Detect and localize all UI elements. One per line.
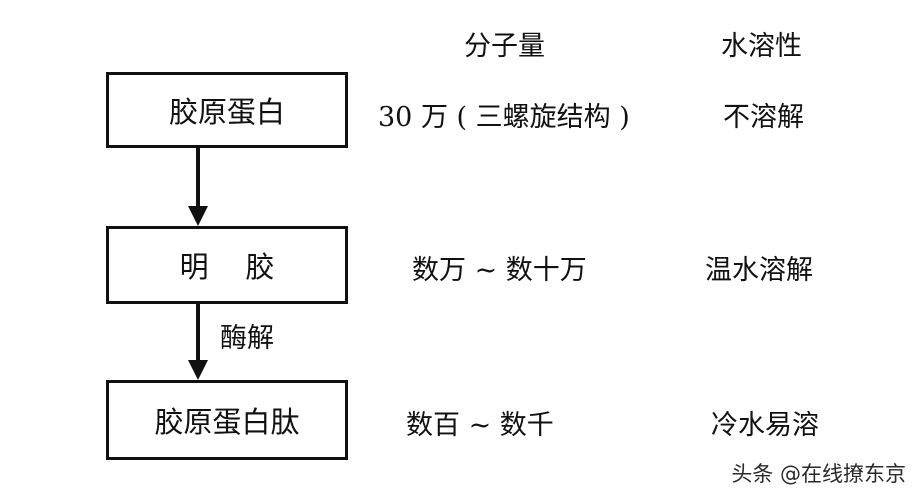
node-gelatin-label: 明 胶: [179, 250, 275, 284]
node-gelatin: 明 胶: [106, 226, 348, 304]
node-collagen-peptide-label: 胶原蛋白肽: [154, 405, 300, 439]
header-molecular-weight: 分子量: [464, 31, 545, 62]
arrowhead-2: [188, 360, 208, 380]
arrowhead-1: [188, 206, 208, 226]
node-collagen: 胶原蛋白: [106, 72, 348, 148]
node-collagen-label: 胶原蛋白: [168, 95, 285, 129]
collagen-molecular-weight: 30 万 ( 三螺旋结构 ): [378, 102, 630, 133]
node-collagen-peptide: 胶原蛋白肽: [106, 380, 348, 460]
header-water-solubility: 水溶性: [721, 31, 802, 62]
collagen-water-solubility: 不溶解: [723, 102, 804, 133]
peptide-water-solubility: 冷水易溶: [711, 410, 819, 441]
edge-label-enzymolysis: 酶解: [220, 323, 274, 354]
watermark: 头条 @在线撩东京: [731, 462, 906, 486]
gelatin-water-solubility: 温水溶解: [705, 255, 813, 286]
peptide-molecular-weight: 数百 ~ 数千: [406, 410, 554, 441]
gelatin-molecular-weight: 数万 ~ 数十万: [412, 255, 587, 286]
